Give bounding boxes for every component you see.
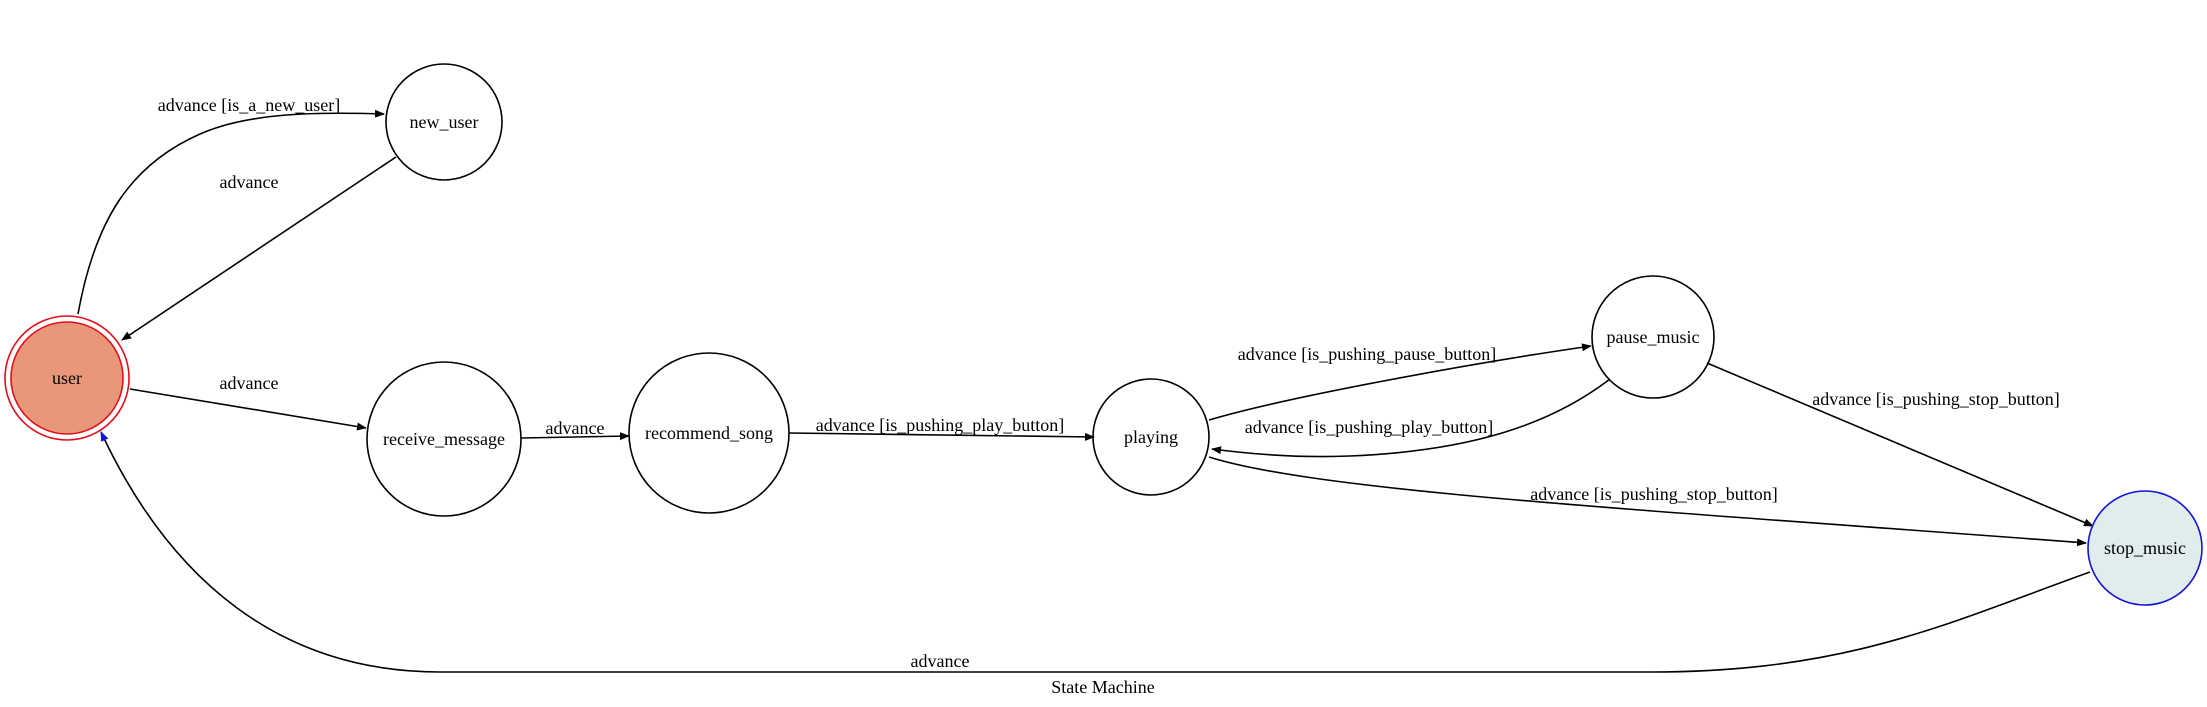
edge-label-receive-to-recommend: advance (546, 418, 605, 438)
edge-receive-to-recommend (520, 432, 630, 441)
edge-label-user-to-new-user: advance [is_a_new_user] (158, 95, 340, 115)
state-label-new-user: new_user (410, 112, 479, 132)
state-user: user (4, 315, 130, 441)
edge-recommend-to-playing (788, 432, 1095, 441)
state-stop-music-circle (2087, 490, 2203, 606)
state-label-receive-message: receive_message (383, 429, 505, 449)
edge-label-user-to-receive-message: advance (220, 373, 279, 393)
edge-playing-to-pause (1208, 343, 1592, 421)
state-user-outer-ring (4, 315, 130, 441)
edge-new-user-to-user (121, 156, 397, 341)
state-stop-music: stop_music (2087, 490, 2203, 606)
edge-user-to-receive-message (129, 388, 367, 431)
state-label-recommend-song: recommend_song (645, 423, 773, 443)
edge-label-playing-to-stop: advance [is_pushing_stop_button] (1530, 484, 1777, 504)
state-label-stop-music: stop_music (2104, 538, 2186, 558)
edge-label-pause-to-playing: advance [is_pushing_play_button] (1245, 417, 1493, 437)
state-label-user: user (52, 368, 82, 388)
edge-label-recommend-to-playing: advance [is_pushing_play_button] (816, 415, 1064, 435)
state-recommend-song: recommend_song (628, 352, 790, 514)
edge-pause-to-stop (1706, 362, 2094, 527)
state-playing: playing (1092, 378, 1210, 496)
edge-label-playing-to-pause: advance [is_pushing_pause_button] (1238, 344, 1496, 364)
state-new-user: new_user (385, 63, 503, 181)
edge-label-stop-to-user: advance (911, 651, 970, 671)
edge-stop-to-user (100, 431, 2091, 673)
state-label-playing: playing (1124, 427, 1178, 447)
state-user-inner-circle (10, 321, 124, 435)
edge-label-new-user-to-user: advance (220, 172, 279, 192)
state-label-pause-music: pause_music (1607, 327, 1700, 347)
state-pause-music: pause_music (1591, 275, 1715, 399)
state-receive-message: receive_message (366, 361, 522, 517)
edge-user-to-new-user (77, 109, 385, 315)
edge-pause-to-playing (1211, 378, 1611, 458)
edge-playing-to-stop (1208, 456, 2087, 547)
diagram-caption: State Machine (1051, 677, 1154, 697)
edge-label-pause-to-stop: advance [is_pushing_stop_button] (1812, 389, 2059, 409)
